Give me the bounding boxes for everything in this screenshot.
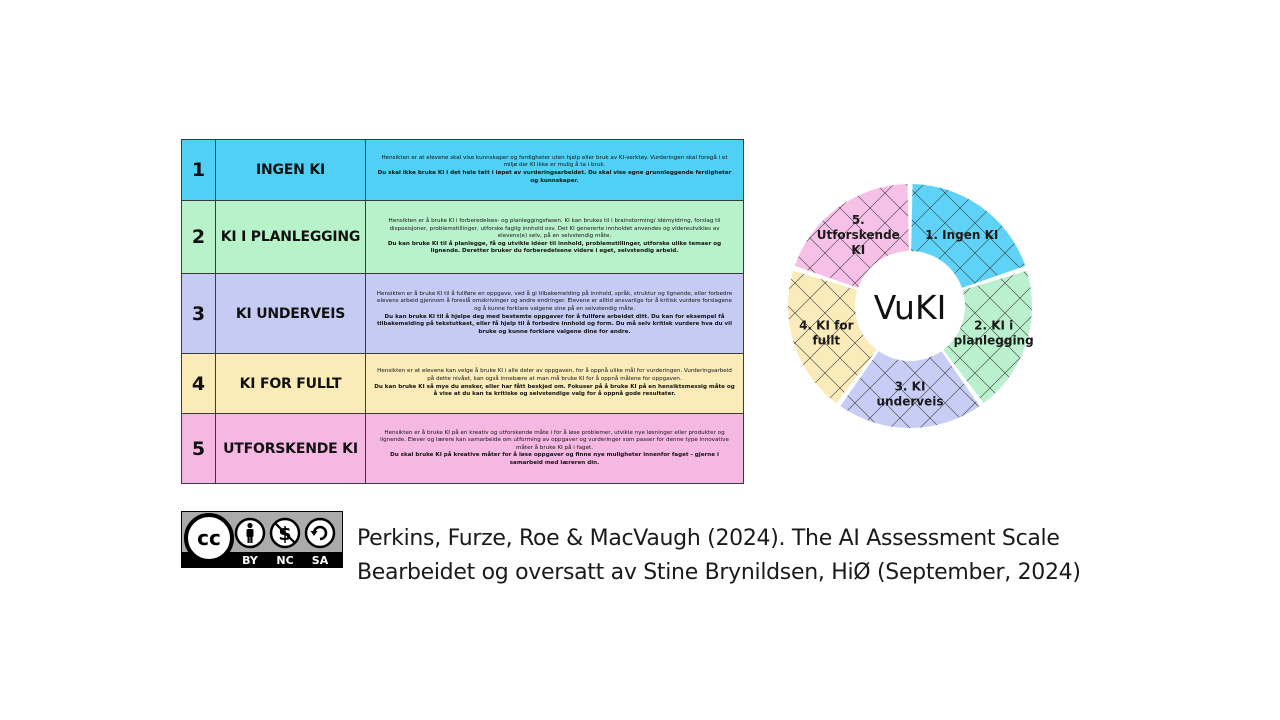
wheel-segments — [788, 184, 1032, 428]
wheel-segment-hatch — [943, 270, 1032, 404]
wheel-center-disc — [857, 253, 963, 359]
wheel-segment-hatch — [794, 184, 909, 288]
noncommercial-dollar-icon: $ — [269, 517, 301, 549]
wheel-segment-hatch — [911, 184, 1026, 288]
level-instruction-text: Du kan bruke KI til å planlegge, få og u… — [387, 240, 722, 255]
share-alike-icon — [304, 517, 336, 549]
table-row: 4 KI FOR FULLT Hensikten er at elevene k… — [181, 353, 744, 414]
level-name: UTFORSKENDE KI — [215, 413, 366, 484]
wheel-segment-label: 5. — [852, 213, 865, 227]
level-name: KI UNDERVEIS — [215, 273, 366, 354]
wheel-segment-label: 1. Ingen KI — [925, 228, 998, 242]
level-instruction-text: Du skal ikke bruke KI i det hele tatt i … — [377, 170, 732, 184]
level-number: 4 — [181, 353, 216, 414]
cc-logo-text: cc — [197, 526, 221, 550]
wheel-segment-hatch — [840, 351, 980, 428]
level-instruction-text: Du kan bruke KI så mye du ønsker, eller … — [374, 383, 735, 398]
license-label-sa: SA — [312, 554, 329, 567]
citation-adaptation: Bearbeidet og oversatt av Stine Brynilds… — [357, 560, 1081, 585]
ai-assessment-scale-table: 1 INGEN KI Hensikten er at elevene skal … — [181, 139, 744, 484]
level-name: KI FOR FULLT — [215, 353, 366, 414]
wheel-segment-label: underveis — [877, 395, 944, 409]
table-row: 5 UTFORSKENDE KI Hensikten er å bruke KI… — [181, 413, 744, 484]
level-description: Hensikten er at elevene kan velge å bruk… — [365, 353, 744, 414]
cc-logo-icon: cc — [184, 513, 234, 563]
table-row: 1 INGEN KI Hensikten er at elevene skal … — [181, 139, 744, 201]
level-name: KI I PLANLEGGING — [215, 200, 366, 274]
level-purpose-text: Hensikten er å bruke KI til å fullføre e… — [376, 290, 733, 312]
level-number: 1 — [181, 139, 216, 201]
level-purpose-text: Hensikten er å bruke KI i forberedelses-… — [388, 218, 721, 240]
level-description: Hensikten er å bruke KI til å fullføre e… — [365, 273, 744, 354]
cc-by-nc-sa-badge: cc $ BY NC SA — [181, 511, 343, 568]
wheel-segment-hatch — [788, 270, 877, 404]
level-purpose-text: Hensikten er at elevene kan velge å bruk… — [377, 368, 732, 382]
wheel-segment-label: 4. KI for — [799, 319, 853, 333]
level-number: 5 — [181, 413, 216, 484]
level-purpose-text: Hensikten er at elevene skal vise kunnsk… — [381, 154, 728, 169]
citation-block: Perkins, Furze, Roe & MacVaugh (2024). T… — [357, 522, 1081, 590]
level-description: Hensikten er å bruke KI i forberedelses-… — [365, 200, 744, 274]
level-name: INGEN KI — [215, 139, 366, 201]
level-instruction-text: Du kan bruke KI til å hjelpe deg med bes… — [376, 313, 733, 335]
license-label-by: BY — [242, 554, 259, 567]
attribution-person-icon — [234, 517, 266, 549]
wheel-segment-label: 2. KI i — [974, 319, 1013, 333]
level-instruction-text: Du skal bruke KI på kreative måter for å… — [390, 452, 719, 466]
citation-source: Perkins, Furze, Roe & MacVaugh (2024). T… — [357, 526, 1060, 551]
wheel-segment-label: planlegging — [954, 334, 1034, 348]
level-number: 3 — [181, 273, 216, 354]
level-number: 2 — [181, 200, 216, 274]
level-description: Hensikten er å bruke KI på en kreativ og… — [365, 413, 744, 484]
wheel-center-label: VuKI — [874, 288, 947, 327]
level-description: Hensikten er at elevene skal vise kunnsk… — [365, 139, 744, 201]
level-purpose-text: Hensikten er å bruke KI på en kreativ og… — [380, 429, 729, 451]
wheel-segment-label: 3. KI — [895, 380, 926, 394]
table-row: 2 KI I PLANLEGGING Hensikten er å bruke … — [181, 200, 744, 274]
license-label-nc: NC — [276, 554, 293, 567]
wheel-segment-label: KI — [851, 243, 865, 257]
wheel-segment-label: Utforskende — [817, 228, 900, 242]
table-row: 3 KI UNDERVEIS Hensikten er å bruke KI t… — [181, 273, 744, 354]
wheel-segment-label: fullt — [812, 334, 840, 348]
